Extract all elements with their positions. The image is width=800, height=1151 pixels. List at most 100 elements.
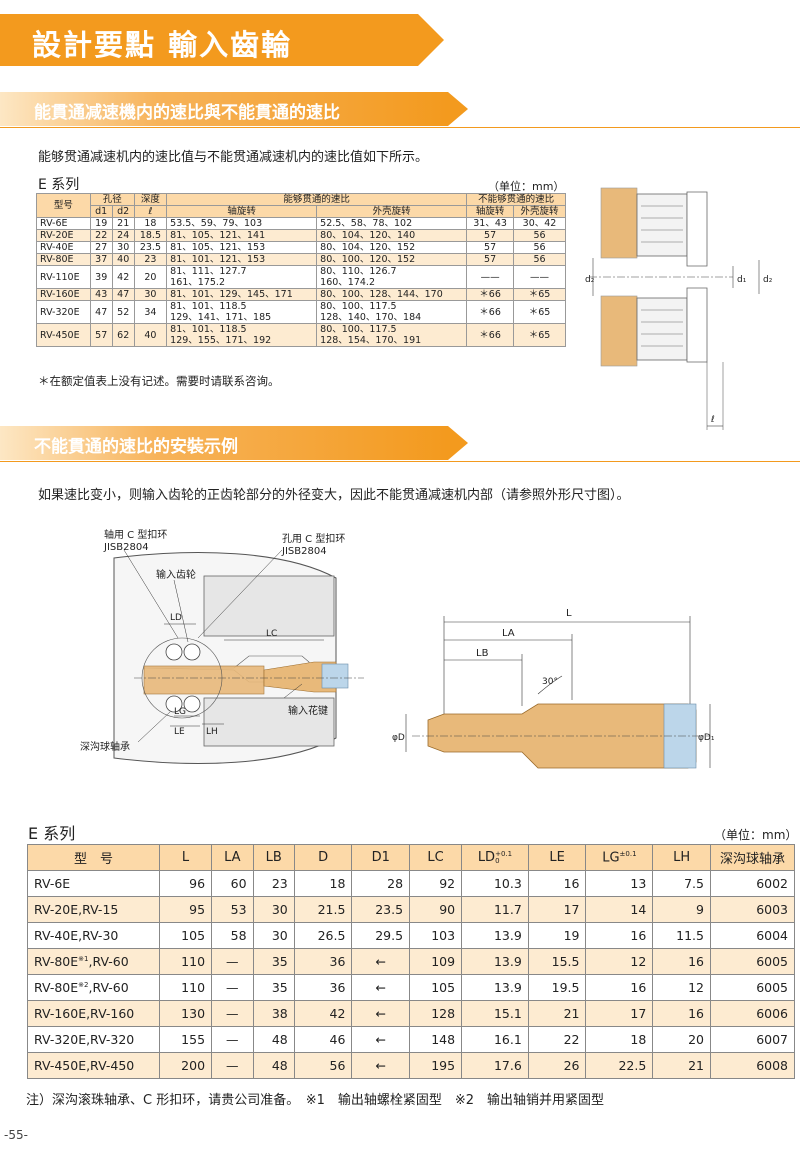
label-snap-shaft: 轴用 C 型扣环 — [104, 528, 167, 541]
cell-nonthrough-case: 56 — [513, 253, 566, 266]
cell-through-shaft-line1: 81、105、121、153 — [170, 242, 266, 253]
cell-bearing: 6005 — [710, 948, 795, 975]
cell-lc: 148 — [409, 1026, 463, 1053]
cell-through-case: 80、100、120、152 — [316, 253, 468, 266]
th-shaft-rot: 轴旋转 — [166, 205, 318, 218]
cell-ld: 17.6 — [461, 1052, 529, 1079]
cell-le: 15.5 — [527, 948, 587, 975]
cell-le: 22 — [527, 1026, 587, 1053]
cell-d: 18 — [293, 870, 353, 897]
cell-through-case-line2: 128、140、170、184 — [320, 312, 422, 323]
th2-LH: LH — [652, 844, 711, 871]
cell-through-shaft: 81、105、121、153 — [166, 241, 318, 254]
cell-through-case-line1: 80、104、120、140 — [320, 230, 416, 241]
th-nonthrough: 不能够贯通的速比 — [466, 193, 566, 206]
cell-lg: 17 — [585, 1000, 654, 1027]
cell-l: 40 — [133, 323, 168, 347]
th-d1: d1 — [89, 205, 113, 218]
label-jis1: JISB2804 — [103, 542, 149, 553]
cell-through-shaft: 81、101、121、153 — [166, 253, 318, 266]
section1-intro: 能够贯通减速机内的速比值与不能贯通减速机内的速比值如下所示。 — [38, 150, 429, 165]
cell-lc: 195 — [409, 1052, 463, 1079]
cell-d: 26.5 — [293, 922, 353, 949]
cell-l: 18.5 — [133, 229, 168, 242]
cell-nonthrough-shaft: —— — [466, 265, 515, 289]
cell-model: RV-450E — [36, 323, 91, 347]
cell-nonthrough-shaft: ＊66 — [466, 288, 515, 301]
cell-nonthrough-case: ＊65 — [513, 288, 566, 301]
cell-through-case: 52.5、58、78、102 — [316, 217, 468, 230]
cell-lc: 109 — [409, 948, 463, 975]
cell-d1: 39 — [89, 265, 113, 289]
cell-la: 58 — [211, 922, 254, 949]
th-through: 能够贯通的速比 — [166, 193, 468, 206]
th-depth: 深度 — [133, 193, 168, 206]
ratio-table: 型号 孔径 深度 能够贯通的速比 不能够贯通的速比 d1 d2 ℓ 轴旋转 外壳… — [36, 193, 566, 347]
cell-through-case-line2: 160、174.2 — [320, 277, 375, 288]
cell-la: — — [211, 948, 254, 975]
cell-d1: 57 — [89, 323, 113, 347]
cell-through-case-line1: 80、110、126.7 — [320, 266, 397, 277]
cell-through-case: 80、104、120、152 — [316, 241, 468, 254]
cell-lc: 128 — [409, 1000, 463, 1027]
cell-lh: 20 — [652, 1026, 711, 1053]
section1-footnote: ＊在额定值表上没有记述。需要时请联系咨询。 — [38, 374, 280, 388]
label-ld: LD — [170, 613, 182, 623]
section2-title: 不能貫通的速比的安裝示例 — [34, 437, 238, 457]
cell-lb: 23 — [252, 870, 295, 897]
label-lh: LH — [206, 727, 218, 737]
cell-through-shaft-line1: 81、111、127.7 — [170, 266, 247, 277]
cell-l: 34 — [133, 300, 168, 324]
cell-l: 96 — [158, 870, 213, 897]
cell-model: RV-20E,RV-15 — [27, 896, 160, 923]
cell-nonthrough-shaft: ＊66 — [466, 323, 515, 347]
cell-bearing: 6003 — [710, 896, 795, 923]
cell-through-case: 80、104、120、140 — [316, 229, 468, 242]
cell-d1: 27 — [89, 241, 113, 254]
cell-l: 130 — [158, 1000, 213, 1027]
cell-lh: 7.5 — [652, 870, 711, 897]
cell-lc: 92 — [409, 870, 463, 897]
th2-LA: LA — [211, 844, 254, 871]
th-l: ℓ — [133, 205, 168, 218]
cell-through-case-line1: 52.5、58、78、102 — [320, 218, 413, 229]
cell-bearing: 6008 — [710, 1052, 795, 1079]
cell-model: RV-80E — [36, 253, 91, 266]
cell-through-case-line1: 80、100、120、152 — [320, 254, 416, 265]
page-number: -55- — [4, 1128, 28, 1142]
cell-through-shaft: 81、101、129、145、171 — [166, 288, 318, 301]
cell-ld: 16.1 — [461, 1026, 529, 1053]
cell-through-shaft: 81、105、121、141 — [166, 229, 318, 242]
th2-model: 型 号 — [27, 844, 160, 871]
cell-lg: 12 — [585, 948, 654, 975]
cell-d1: ← — [351, 1026, 411, 1053]
cell-through-case-line1: 80、100、117.5 — [320, 301, 397, 312]
cell-lb: 48 — [252, 1052, 295, 1079]
cell-l: 110 — [158, 948, 213, 975]
cell-l: 18 — [133, 217, 168, 230]
gear-label-L: L — [566, 608, 572, 619]
section2-intro: 如果速比变小，则输入齿轮的正齿轮部分的外径变大，因此不能贯通减速机内部（请参照外… — [38, 488, 630, 503]
cell-nonthrough-shaft: 31、43 — [466, 217, 515, 230]
cell-bearing: 6004 — [710, 922, 795, 949]
cell-lh: 16 — [652, 1000, 711, 1027]
page-title: 設計要點 輸入齒輪 — [32, 28, 293, 62]
cell-lb: 38 — [252, 1000, 295, 1027]
cell-through-case-line1: 80、100、128、144、170 — [320, 289, 443, 300]
section1-title: 能貫通减速機内的速比與不能貫通的速比 — [34, 103, 340, 123]
cell-ld: 13.9 — [461, 922, 529, 949]
diag-d2-label: d₂ — [585, 275, 595, 285]
th2-LC: LC — [409, 844, 463, 871]
cell-d: 46 — [293, 1026, 353, 1053]
